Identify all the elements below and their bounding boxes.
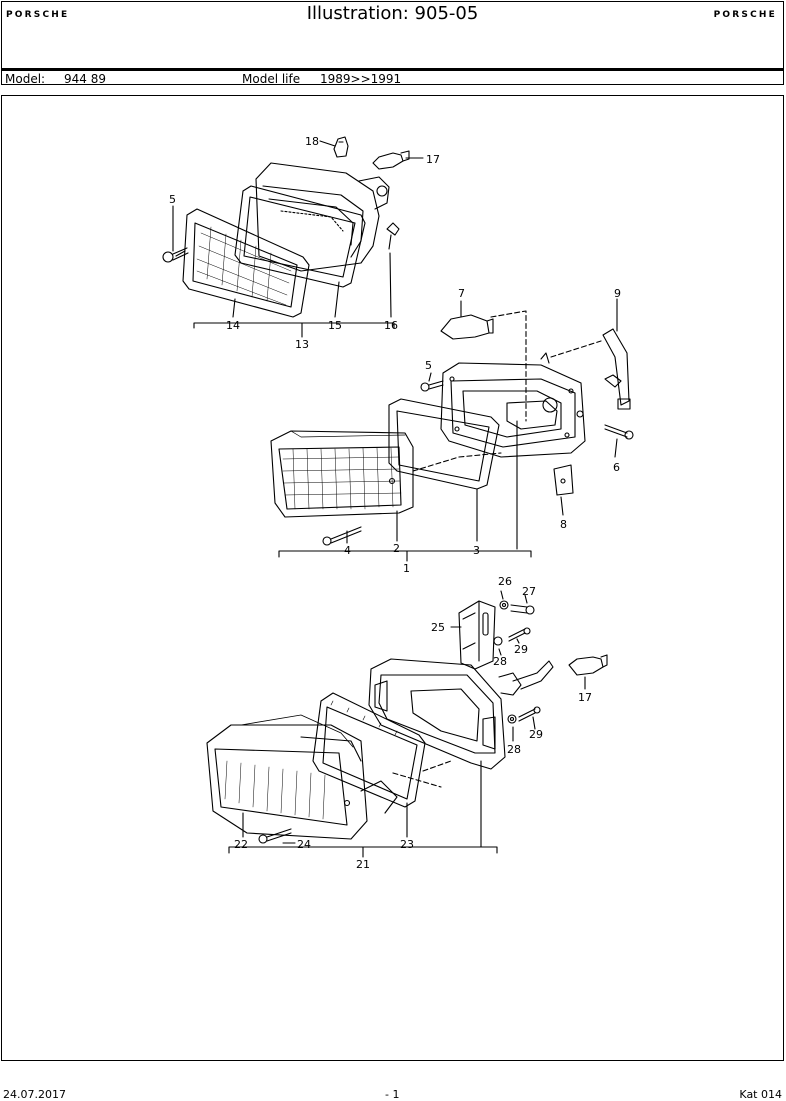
model-life-label: Model life	[242, 72, 301, 86]
callout-5-top: 5	[169, 193, 176, 206]
model-info-row: Model: 944 89 Model life 1989>>1991	[2, 68, 783, 86]
callout-8: 8	[560, 518, 567, 531]
callout-6: 6	[613, 461, 620, 474]
footer-date: 24.07.2017	[3, 1088, 66, 1101]
callout-17-bottom: 17	[578, 691, 592, 704]
callout-18: 18	[305, 135, 319, 148]
callout-9: 9	[614, 287, 621, 300]
footer-catalog: Kat 014	[739, 1088, 782, 1101]
callout-16: 16	[384, 319, 398, 332]
callout-21: 21	[356, 858, 370, 871]
callout-24: 24	[297, 838, 311, 851]
callout-27: 27	[522, 585, 536, 598]
callout-29-lower: 29	[529, 728, 543, 741]
headlight-assembly-13	[162, 136, 424, 338]
foglight-assembly-21	[206, 590, 608, 858]
callout-17-top: 17	[426, 153, 440, 166]
page-header: PORSCHE Illustration: 905-05 PORSCHE Mod…	[1, 1, 784, 86]
callout-14: 14	[226, 319, 240, 332]
callout-26: 26	[498, 575, 512, 588]
brand-logo-left: PORSCHE	[6, 10, 70, 20]
illustration-title: Illustration: 905-05	[306, 3, 479, 24]
callout-2: 2	[393, 542, 400, 555]
callout-28-upper: 28	[493, 655, 507, 668]
callout-22: 22	[234, 838, 248, 851]
callout-13: 13	[295, 338, 309, 351]
brand-logo-right: PORSCHE	[713, 10, 777, 20]
model-life-value: 1989>>1991	[320, 72, 402, 86]
callout-4: 4	[344, 544, 351, 557]
indicator-assembly-1	[270, 298, 634, 562]
callout-23: 23	[400, 838, 414, 851]
callout-25: 25	[431, 621, 445, 634]
callout-1: 1	[403, 562, 410, 575]
callout-29-upper: 29	[514, 643, 528, 656]
callout-3: 3	[473, 544, 480, 557]
footer-page-number: - 1	[385, 1088, 400, 1101]
parts-diagram: 18 17 5 14 15 16 13 7 9 5 6 8 4 2 3 1 26…	[162, 135, 634, 871]
model-value: 944 89	[64, 72, 106, 86]
callout-15: 15	[328, 319, 342, 332]
callout-7: 7	[458, 287, 465, 300]
model-label: Model:	[5, 72, 46, 86]
callout-28-lower: 28	[507, 743, 521, 756]
illustration-frame: 18 17 5 14 15 16 13 7 9 5 6 8 4 2 3 1 26…	[1, 95, 784, 1061]
callout-5-middle: 5	[425, 359, 432, 372]
